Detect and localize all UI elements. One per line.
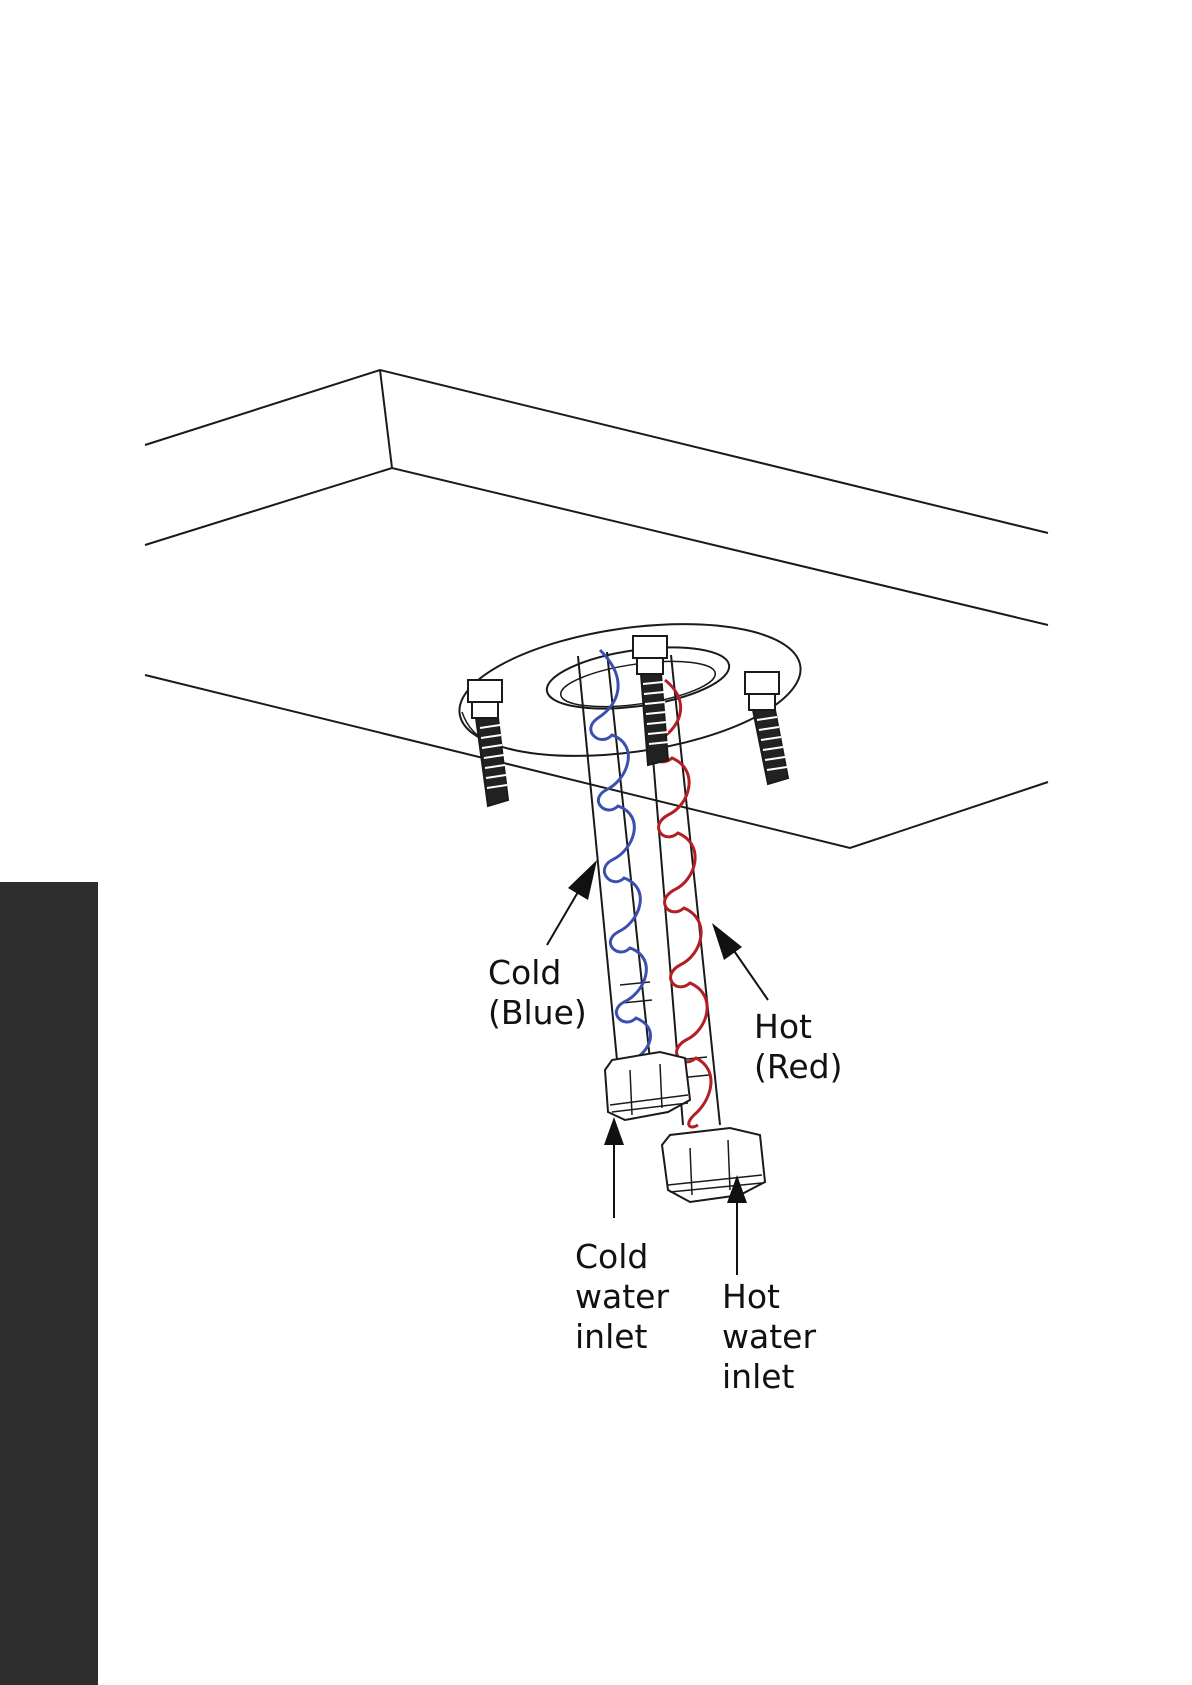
countertop	[145, 370, 1048, 848]
cold-inlet-nut	[605, 1052, 690, 1120]
cold-inlet-arrow	[604, 1117, 624, 1218]
hot-hose-arrow	[712, 923, 768, 1000]
hot-inlet-label: Hot water inlet	[722, 1277, 827, 1396]
cold-hose-arrow	[547, 860, 597, 945]
cold-hose-label: Cold (Blue)	[488, 953, 587, 1032]
hot-hose-label: Hot (Red)	[754, 1007, 842, 1086]
cold-inlet-label: Cold water inlet	[575, 1237, 680, 1356]
left-stud	[468, 680, 508, 806]
hot-inlet-nut	[662, 1128, 765, 1202]
